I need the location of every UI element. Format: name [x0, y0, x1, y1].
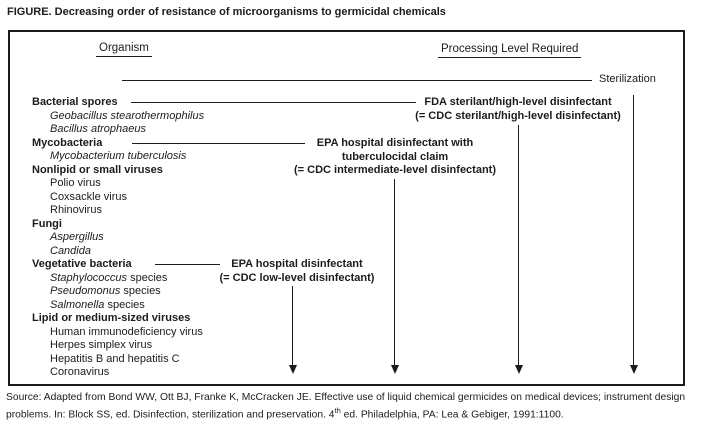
organism-row: Rhinovirus — [32, 204, 204, 218]
organism-label: Bacillus atrophaeus — [50, 123, 147, 135]
sterilization-connector-line — [122, 80, 592, 81]
intermediate-down-arrow — [390, 179, 399, 374]
intermediate-level-line1: EPA hospital disinfectant with — [316, 137, 474, 149]
organism-row: Human immunodeficiency virus — [32, 326, 204, 340]
organism-label: Mycobacterium tuberculosis — [50, 150, 187, 162]
organism-row: Pseudomonus species — [32, 285, 204, 299]
organism-row: Mycobacterium tuberculosis — [32, 150, 204, 164]
organism-label: Herpes simplex virus — [50, 339, 153, 351]
column-header-organism: Organism — [96, 42, 152, 57]
fda-sterilant-label: FDA sterilant/high-level disinfectant (=… — [415, 96, 621, 123]
organism-label: Staphylococcus — [50, 271, 128, 284]
organism-row: Polio virus — [32, 177, 204, 191]
low-level-line1: EPA hospital disinfectant — [231, 258, 363, 270]
intermediate-connector-line — [132, 143, 305, 144]
organism-row: Bacillus atrophaeus — [32, 123, 204, 137]
organism-row: Mycobacteria — [32, 137, 204, 151]
intermediate-level-line3: (= CDC intermediate-level disinfectant) — [293, 164, 497, 176]
organism-row: Candida — [32, 245, 204, 259]
low-down-arrow — [288, 286, 297, 374]
organism-label: Human immunodeficiency virus — [50, 325, 203, 338]
source-line2-text: problems. In: Block SS, ed. Disinfection… — [6, 409, 335, 421]
fda-connector-line — [131, 102, 416, 103]
organism-label: species — [104, 298, 145, 311]
diagram-border — [8, 30, 685, 386]
source-ordinal-superscript: th — [334, 406, 341, 415]
source-line2-tail: ed. Philadelphia, PA: Lea & Gebiger, 199… — [340, 409, 564, 421]
organism-label: Hepatitis B and hepatitis C — [50, 352, 180, 365]
organism-label: Nonlipid or small viruses — [32, 163, 163, 176]
organism-row: Aspergillus — [32, 231, 204, 245]
organism-label: Pseudomonus — [50, 285, 121, 297]
organism-label: Geobacillus stearothermophilus — [50, 109, 205, 122]
low-level-label: EPA hospital disinfectant (= CDC low-lev… — [220, 258, 375, 285]
organism-label: species — [127, 271, 168, 284]
organism-row: Bacterial spores — [32, 96, 204, 110]
source-line2: problems. In: Block SS, ed. Disinfection… — [6, 404, 705, 421]
source-line1: Source: Adapted from Bond WW, Ott BJ, Fr… — [6, 392, 686, 403]
intermediate-level-label: EPA hospital disinfectant with tuberculo… — [294, 137, 496, 178]
organism-label: Polio virus — [50, 177, 101, 189]
fda-sterilant-line1: FDA sterilant/high-level disinfectant — [424, 96, 612, 108]
organism-row: Lipid or medium-sized viruses — [32, 312, 204, 326]
fda-sterilant-line2: (= CDC sterilant/high-level disinfectant… — [415, 109, 621, 122]
organism-label: Aspergillus — [50, 231, 104, 243]
organism-row: Coxsackle virus — [32, 191, 204, 205]
figure-title: FIGURE. Decreasing order of resistance o… — [7, 6, 446, 18]
organism-label: Lipid or medium-sized viruses — [32, 312, 191, 324]
column-header-processing-level: Processing Level Required — [438, 43, 582, 58]
organism-label: species — [120, 285, 161, 297]
low-connector-line — [155, 264, 220, 265]
fda-down-arrow — [514, 125, 523, 374]
intermediate-level-line2: tuberculocidal claim — [341, 150, 449, 163]
organism-row: Geobacillus stearothermophilus — [32, 110, 204, 124]
sterilization-down-arrow — [629, 95, 638, 374]
organism-label: Vegetative bacteria — [32, 258, 132, 270]
low-level-line2: (= CDC low-level disinfectant) — [219, 271, 375, 284]
organism-row: Staphylococcus species — [32, 272, 204, 286]
organism-row: Hepatitis B and hepatitis C — [32, 353, 204, 367]
organism-row: Herpes simplex virus — [32, 339, 204, 353]
organism-label: Candida — [50, 244, 91, 257]
organism-label: Bacterial spores — [32, 96, 118, 108]
organism-label: Coxsackle virus — [50, 190, 128, 203]
organism-label: Fungi — [32, 217, 62, 230]
organism-row: Salmonella species — [32, 299, 204, 313]
organism-row: Nonlipid or small viruses — [32, 164, 204, 178]
organism-row: Fungi — [32, 218, 204, 232]
organism-row: Vegetative bacteria — [32, 258, 204, 272]
source-citation: Source: Adapted from Bond WW, Ott BJ, Fr… — [6, 391, 705, 421]
sterilization-label: Sterilization — [599, 73, 656, 85]
organism-label: Mycobacteria — [32, 136, 103, 149]
organism-label: Coronavirus — [50, 366, 110, 378]
organism-label: Salmonella — [50, 298, 105, 311]
organism-label: Rhinovirus — [50, 204, 102, 216]
organism-row: Coronavirus — [32, 366, 204, 380]
